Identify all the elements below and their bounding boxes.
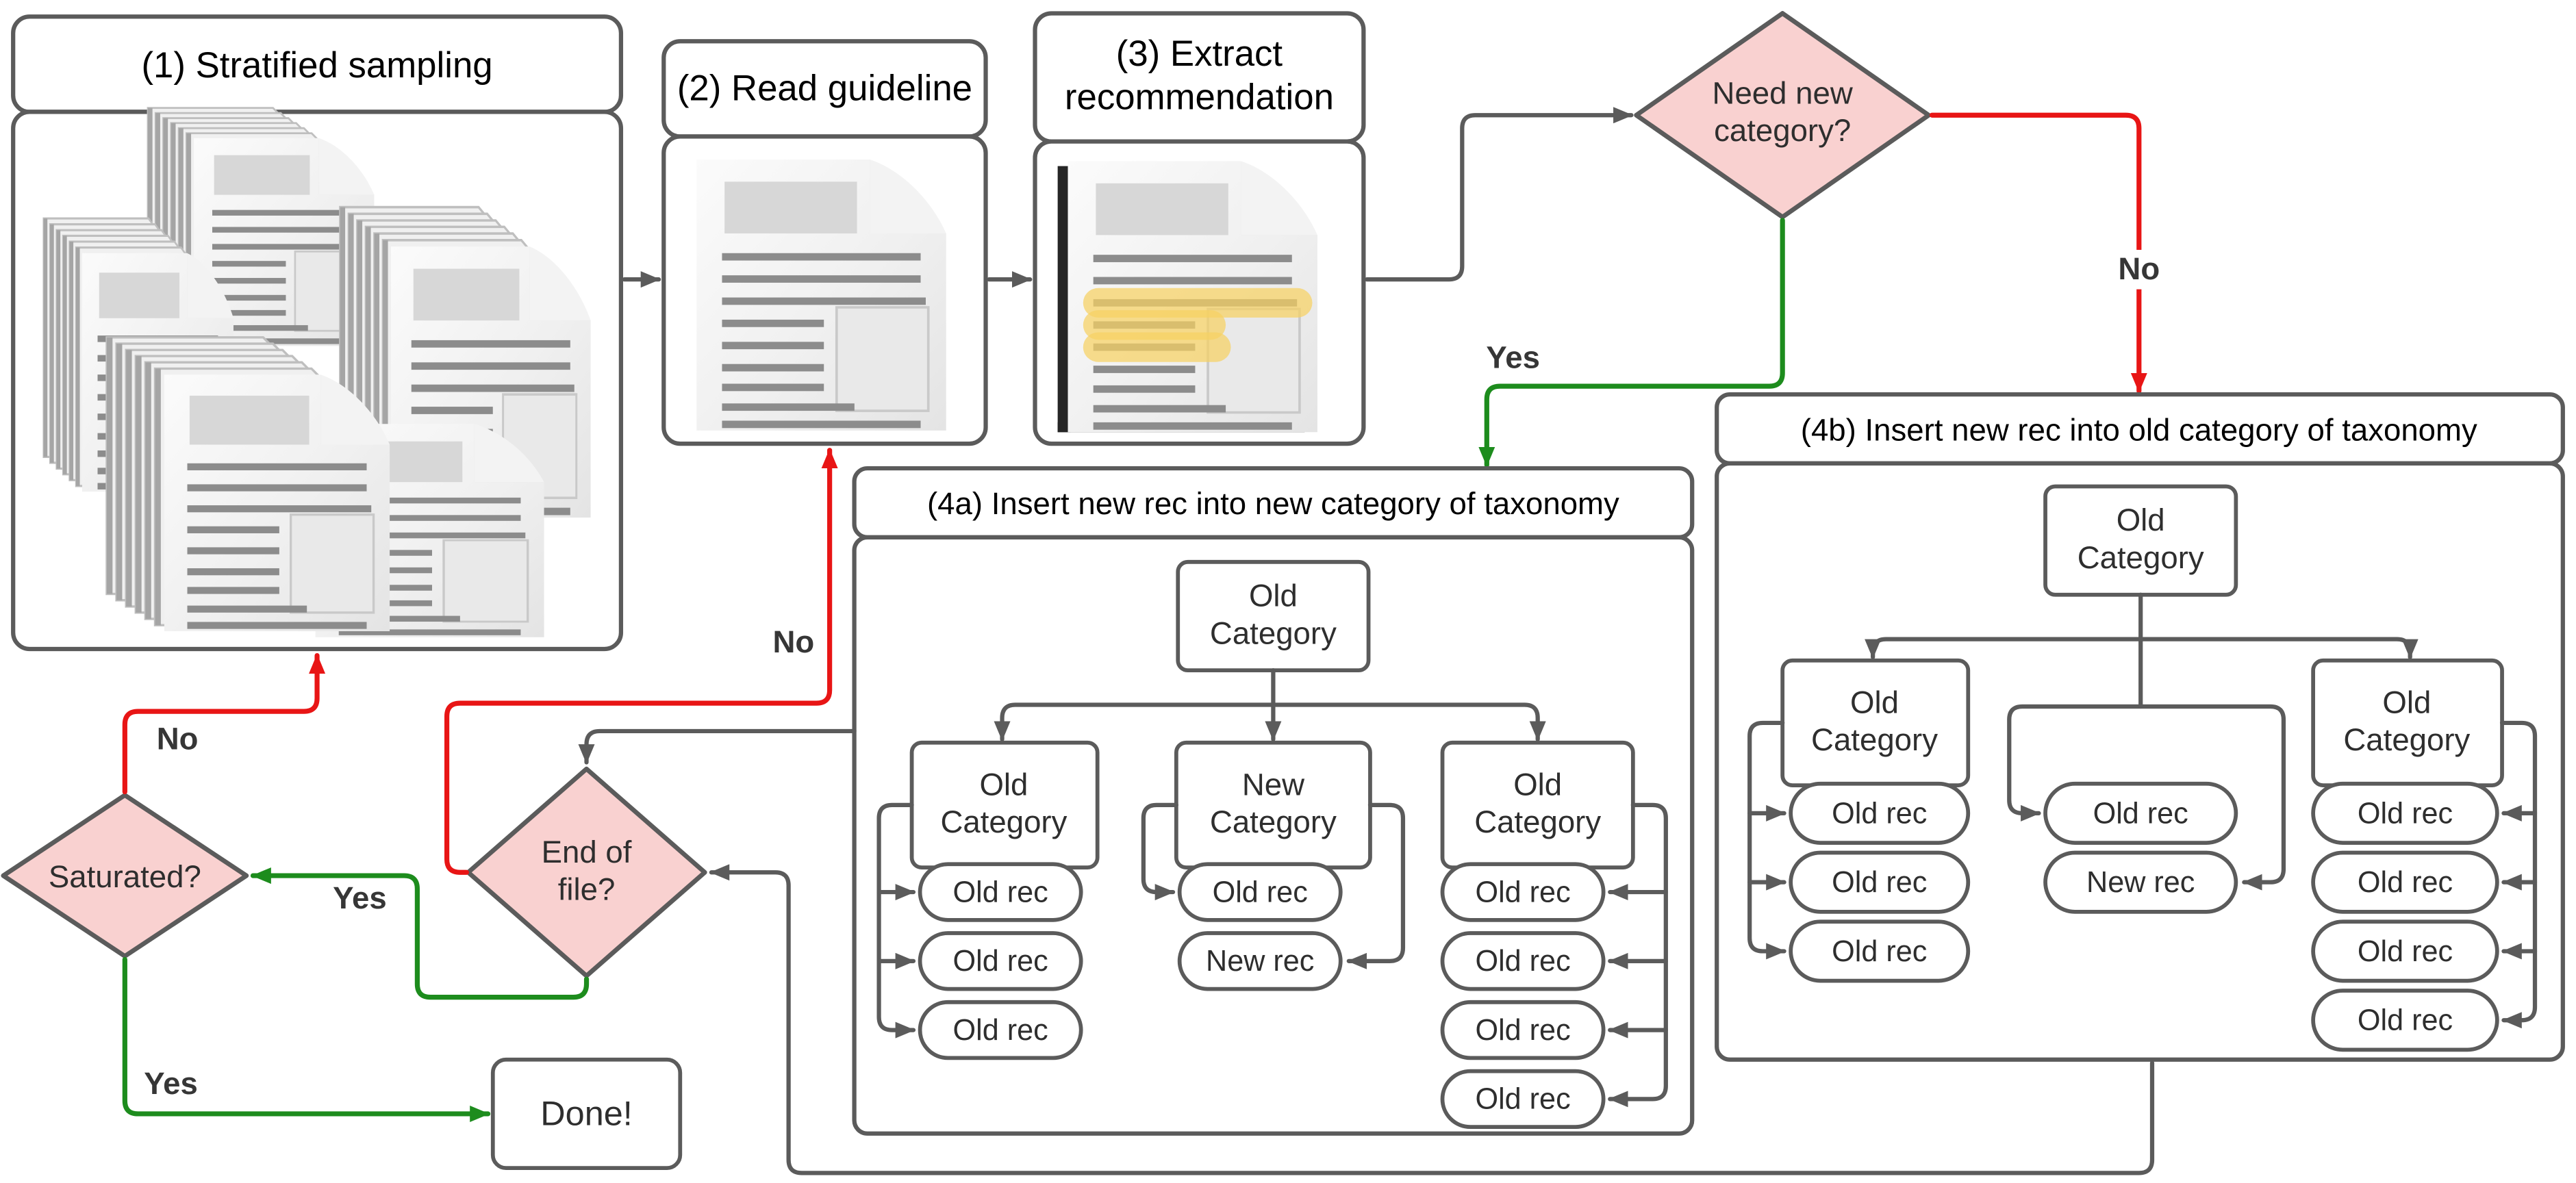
edge-4a-root-left bbox=[994, 702, 1276, 742]
edge-4a-right-bracket bbox=[1608, 802, 1668, 1108]
highlighted-document-icon bbox=[1058, 161, 1317, 432]
old-rec-pill bbox=[1789, 850, 1971, 914]
old-rec-label: Old rec bbox=[1832, 866, 1927, 899]
edge-eof-yes-to-saturated bbox=[250, 867, 590, 1000]
edge-label-yes: Yes bbox=[333, 880, 387, 915]
step-1-title: (1) Stratified sampling bbox=[141, 45, 492, 86]
old-rec-label: Old rec bbox=[2358, 866, 2453, 899]
edge-4a-to-end-of-file bbox=[578, 728, 857, 765]
step-4a-insert-new-category: (4a) Insert new rec into new category of… bbox=[852, 466, 1695, 1136]
old-rec-label: Old rec bbox=[1476, 945, 1571, 978]
old-rec-label: Old rec bbox=[1213, 876, 1308, 908]
step-2-title: (2) Read guideline bbox=[677, 68, 972, 109]
edge-4b-mid-to-oldrec bbox=[2007, 704, 2143, 822]
saturated-diamond bbox=[1, 793, 249, 958]
old-rec-pill bbox=[918, 1000, 1083, 1060]
edge-label-yes: Yes bbox=[1486, 340, 1540, 375]
old-rec-label: Old rec bbox=[1832, 797, 1927, 830]
edge-label-no: No bbox=[157, 721, 199, 756]
old-rec-label: Old rec bbox=[1832, 935, 1927, 968]
edge-label-background bbox=[1478, 338, 1548, 379]
edge-label-yes: Yes bbox=[144, 1066, 198, 1101]
old-rec-label: Old rec bbox=[953, 1014, 1048, 1047]
saturated-text: Saturated? bbox=[49, 859, 201, 894]
old-rec-pill bbox=[918, 862, 1083, 922]
old-rec-pill bbox=[2311, 989, 2499, 1052]
edge-no-to-4b bbox=[1929, 112, 2147, 394]
step-4b-insert-old-category: (4b) Insert new rec into old category of… bbox=[1715, 392, 2565, 1062]
old-rec-label: Old rec bbox=[1476, 1083, 1571, 1116]
end-of-file-diamond bbox=[466, 766, 707, 978]
old-rec-pill bbox=[1440, 1069, 1606, 1130]
terminal-done: Done! bbox=[490, 1057, 683, 1171]
edge-4b-left-bracket bbox=[1747, 720, 1786, 960]
old-rec-pill bbox=[1440, 862, 1606, 922]
edge-label-no: No bbox=[772, 624, 814, 659]
old-rec-pill bbox=[918, 931, 1083, 991]
edge-label-no: No bbox=[2118, 251, 2160, 286]
old-rec-pill bbox=[2043, 781, 2238, 845]
old-rec-label: Old rec bbox=[2358, 797, 2453, 830]
need-new-category-diamond bbox=[1634, 11, 1932, 220]
old-rec-label: Old rec bbox=[2358, 1004, 2453, 1037]
old-rec-pill bbox=[2311, 850, 2499, 914]
done-label: Done! bbox=[540, 1094, 632, 1133]
old-rec-label: Old rec bbox=[2358, 935, 2453, 968]
decision-saturated: Saturated? bbox=[1, 793, 249, 958]
new-rec-label: New rec bbox=[2086, 866, 2195, 899]
old-rec-pill bbox=[2311, 919, 2499, 983]
done-box bbox=[490, 1057, 683, 1171]
edge-4a-root-right bbox=[1271, 702, 1546, 742]
new-rec-pill bbox=[1177, 931, 1343, 991]
old-rec-label: Old rec bbox=[953, 945, 1048, 978]
edge-4b-right-bracket bbox=[2499, 720, 2538, 1029]
edge-4b-root-left bbox=[1865, 637, 2143, 660]
edge-4a-mid-to-oldrec bbox=[1141, 802, 1178, 901]
edge-4a-mid-to-newrec bbox=[1346, 802, 1406, 969]
edge-4a-left-bracket bbox=[876, 802, 916, 1039]
old-rec-label: Old rec bbox=[1476, 1014, 1571, 1047]
old-rec-label: Old rec bbox=[1476, 876, 1571, 908]
edge-4b-mid-to-newrec bbox=[2138, 704, 2286, 891]
old-rec-label: Old rec bbox=[2093, 797, 2188, 830]
edge-label-background bbox=[2109, 249, 2169, 290]
old-rec-label: Old rec bbox=[953, 876, 1048, 908]
old-rec-pill bbox=[2311, 781, 2499, 845]
edge-saturated-yes-to-done bbox=[122, 956, 491, 1122]
edge-yes-to-4a bbox=[1478, 218, 1785, 468]
edge-step3-to-need-new-category bbox=[1365, 107, 1634, 282]
edge-4b-root-right bbox=[2138, 637, 2419, 660]
step-4b-title: (4b) Insert new rec into old category of… bbox=[1801, 412, 2477, 447]
step-2-read-guideline: (2) Read guideline bbox=[661, 39, 988, 446]
document-icon bbox=[695, 158, 948, 432]
edge-4b-to-end-of-file bbox=[709, 864, 2155, 1175]
old-rec-pill bbox=[1789, 781, 1971, 845]
old-rec-pill bbox=[1440, 1000, 1606, 1060]
edge-eof-no-to-step2 bbox=[444, 448, 838, 875]
step-1-stratified-sampling: (1) Stratified sampling bbox=[11, 14, 624, 652]
old-rec-pill bbox=[1789, 919, 1971, 983]
old-rec-pill bbox=[1440, 931, 1606, 991]
old-rec-pill bbox=[1177, 862, 1343, 922]
step-4a-title: (4a) Insert new rec into new category of… bbox=[927, 486, 1619, 521]
new-rec-pill bbox=[2043, 850, 2238, 914]
edge-saturated-no-to-step1 bbox=[122, 652, 326, 795]
new-rec-label: New rec bbox=[1206, 945, 1314, 978]
